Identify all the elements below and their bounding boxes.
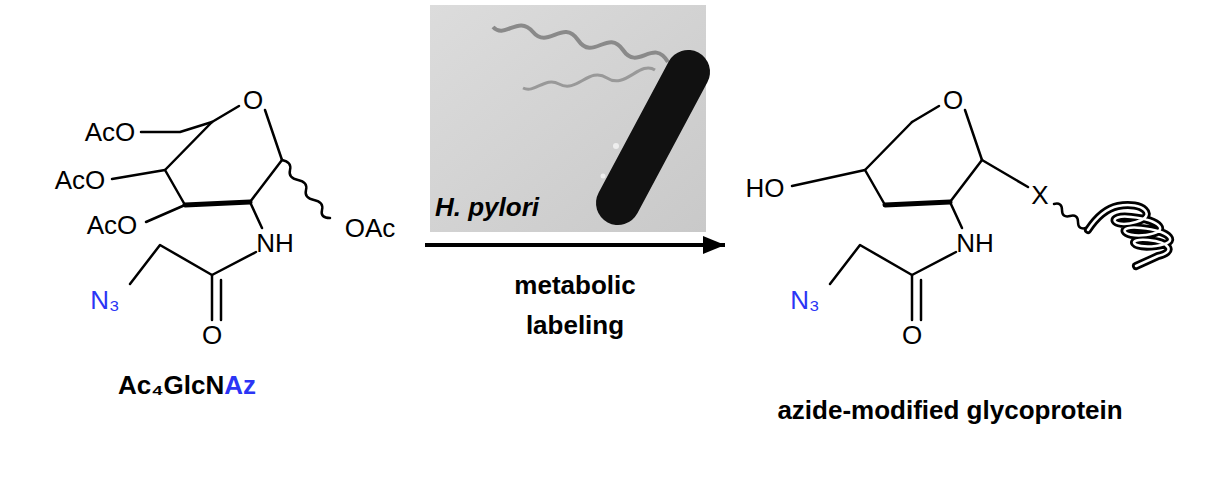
double-bond [912,275,921,320]
atom-label: HO [746,173,785,203]
atom-label: O [243,85,263,115]
bond [265,110,282,160]
atom-label: AcO [55,165,106,195]
spot [601,174,606,179]
spot [613,143,619,149]
bond [950,160,982,202]
molecule: HO O X NH N₃ Oazide-modified glycoprotein [725,80,1195,435]
atom-label: OAc [345,213,396,243]
atom-label: O [202,320,222,350]
protein-ribbon [1088,205,1170,266]
atom-label: NH [256,228,294,258]
bond [950,202,962,228]
bond [112,170,165,179]
bond [146,205,185,222]
name-part: Az [224,370,256,400]
bond [185,202,250,205]
molecule: AcO AcO AcO O OAcNH N₃ O Ac₄GlcNAz [40,80,425,410]
organism-label: H. pylori [435,192,539,222]
arrow-label: metabolic labeling [490,265,660,345]
name-part: Ac₄GlcN [118,370,224,400]
atom-label: N₃ [90,285,119,315]
compound-name: azide-modified glycoprotein [777,395,1122,425]
bond [912,106,939,122]
bond [250,160,282,202]
atom-label: AcO [87,210,138,240]
bond [130,245,256,284]
atom-label: AcO [85,117,136,147]
bond [830,245,956,284]
reaction-arrow [425,243,725,247]
bond [885,202,950,205]
micrograph [430,5,706,232]
bond [865,122,912,205]
double-bond [212,275,221,320]
bond [982,160,1028,187]
bond [141,122,212,132]
bond [212,106,239,122]
atom-label: NH [956,228,994,258]
bacterium-body [618,72,688,203]
bond [965,110,982,160]
atom-label: O [943,85,963,115]
atom-label: O [902,320,922,350]
flagellum [493,25,668,62]
atom-label: N₃ [790,285,819,315]
atom-label: X [1031,180,1048,210]
bond [165,122,212,205]
compound-name: Ac₄GlcNAz [118,370,256,400]
bond [250,202,262,228]
protein-ribbon-highlight [1088,205,1170,266]
protein [1088,205,1170,266]
wavy-bond [282,160,330,218]
bonds-right [792,106,1086,320]
bonds-left [112,106,330,320]
wavy-bond [1054,204,1086,229]
flagellum [523,68,655,89]
bond [792,170,865,186]
